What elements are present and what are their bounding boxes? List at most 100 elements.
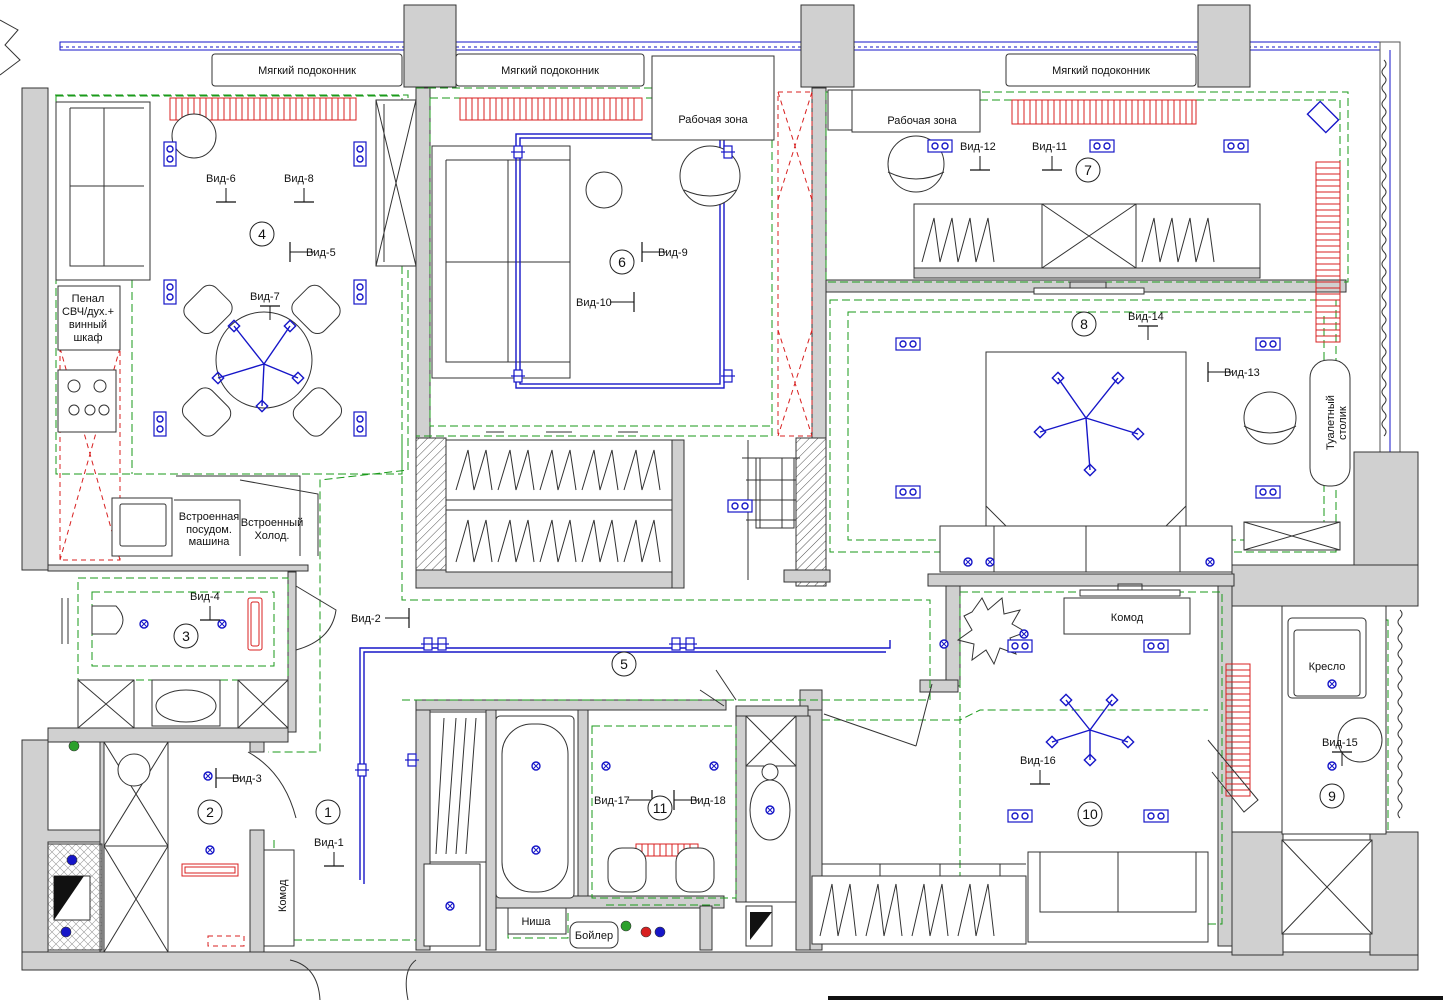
room-number: 4	[258, 226, 266, 242]
room-number: 3	[182, 628, 190, 644]
spot-light-cross	[1329, 681, 1335, 687]
double-light-bulb	[899, 488, 907, 496]
room-6: Рабочая зона	[375, 55, 800, 580]
room-number: 7	[1084, 162, 1092, 178]
view-label: Вид-14	[1128, 311, 1164, 323]
view-label: Вид-8	[284, 173, 314, 185]
sill-label: Мягкий подоконник	[1052, 65, 1150, 77]
view-label: Вид-18	[690, 795, 726, 807]
double-light-bulb	[356, 415, 364, 423]
room-number-circle	[315, 799, 341, 825]
room-number: 1	[324, 804, 332, 820]
dishwasher-label-1: Встроенная	[179, 511, 239, 523]
scale-bar	[828, 996, 1443, 1000]
double-light-bulb	[156, 415, 164, 423]
room-number-circle	[609, 249, 635, 275]
double-light-bulb	[1269, 340, 1277, 348]
fridge-label-1: Встроенный	[241, 517, 303, 529]
view-label: Вид-3	[232, 773, 262, 785]
dishwasher-label-2: посудом.	[186, 524, 232, 536]
toilet-table-label-1: Туалетный	[1325, 395, 1337, 450]
room-number: 2	[206, 804, 214, 820]
double-light-bulb	[1093, 142, 1101, 150]
armchair-label: Кресло	[1309, 661, 1346, 673]
room-number: 10	[1082, 806, 1098, 822]
view-label: Вид-5	[306, 247, 336, 259]
room-1: Комод	[247, 585, 417, 1000]
spot-light-cross	[941, 641, 947, 647]
double-light-bulb	[941, 142, 949, 150]
room-number: 11	[653, 800, 668, 816]
room-number: 8	[1080, 316, 1088, 332]
double-light-bulb	[1259, 340, 1267, 348]
sensor-dot	[654, 926, 666, 938]
room-10: Комод	[811, 583, 1259, 945]
sill-label: Мягкий подоконник	[258, 65, 356, 77]
spot-light-cross	[767, 807, 773, 813]
spot-light-cross	[447, 903, 453, 909]
room-number-circle	[197, 799, 223, 825]
double-light-bulb	[1157, 812, 1165, 820]
spot-light-cross	[711, 763, 717, 769]
room-number-circle	[173, 623, 199, 649]
double-light-bulb	[741, 502, 749, 510]
double-light-bulb	[1021, 642, 1029, 650]
view-label: Вид-7	[250, 291, 280, 303]
room-3	[61, 598, 289, 729]
room-number-circle	[1071, 311, 1097, 337]
view-label: Вид-1	[314, 837, 344, 849]
spot-light-cross	[603, 763, 609, 769]
dresser-label: Комод	[1111, 612, 1144, 624]
view-label: Вид-9	[658, 247, 688, 259]
dishwasher-label-3: машина	[189, 536, 231, 548]
room-number-circle	[1319, 783, 1345, 809]
double-light-bulb	[1021, 812, 1029, 820]
view-label: Вид-15	[1322, 737, 1358, 749]
dresser-hall-label: Комод	[277, 879, 289, 912]
view-label: Вид-16	[1020, 755, 1056, 767]
double-light-bulb	[1103, 142, 1111, 150]
work-zone-label: Рабочая зона	[678, 114, 748, 126]
view-label: Вид-12	[960, 141, 996, 153]
double-light-bulb	[909, 340, 917, 348]
pantry-label-4: шкаф	[73, 332, 102, 344]
double-light-bulb	[1227, 142, 1235, 150]
toilet-table-label-2: столик	[1337, 406, 1349, 440]
view-label: Вид-6	[206, 173, 236, 185]
double-light-bulb	[1011, 642, 1019, 650]
room-7: Рабочая зона	[827, 89, 1340, 295]
view-label: Вид-10	[576, 297, 612, 309]
double-light-bulb	[356, 145, 364, 153]
spot-light-cross	[1207, 559, 1213, 565]
double-light-bulb	[1269, 488, 1277, 496]
room-8: Туалетный столик	[939, 351, 1351, 573]
fridge-label-2: Холод.	[255, 530, 290, 542]
pantry-label-3: винный	[69, 319, 107, 331]
double-light-bulb	[356, 283, 364, 291]
double-light-bulb	[1157, 642, 1165, 650]
spot-light-cross	[1329, 763, 1335, 769]
niche-label: Ниша	[521, 916, 551, 928]
ceiling-lights	[60, 139, 1337, 938]
room-number-circle	[1075, 157, 1101, 183]
double-light-bulb	[356, 293, 364, 301]
outer-walls	[0, 19, 1419, 971]
double-light-bulb	[1147, 812, 1155, 820]
room-number: 5	[620, 656, 628, 672]
spot-light-cross	[533, 847, 539, 853]
boiler-label: Бойлер	[575, 930, 613, 942]
double-light-bulb	[1011, 812, 1019, 820]
view-label: Вид-13	[1224, 367, 1260, 379]
double-light-bulb	[356, 155, 364, 163]
sensor-dot	[66, 854, 78, 866]
room-number: 9	[1328, 788, 1336, 804]
view-label: Вид-2	[351, 613, 381, 625]
double-light-bulb	[1237, 142, 1245, 150]
double-light-bulb	[899, 340, 907, 348]
interior-walls	[47, 87, 1347, 953]
sill-1: Мягкий подоконник	[211, 53, 403, 87]
pier	[1197, 4, 1251, 88]
room-number-circle	[249, 221, 275, 247]
double-light-bulb	[731, 502, 739, 510]
